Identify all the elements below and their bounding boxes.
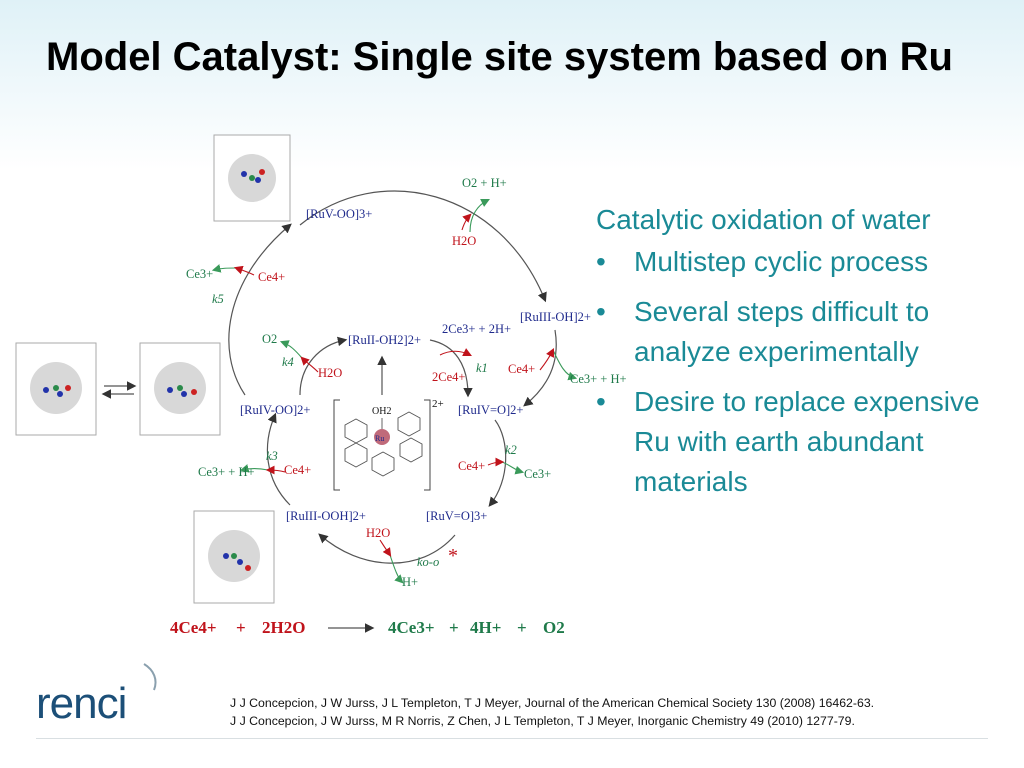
reagent-o2-h: O2 + H+ <box>462 176 507 190</box>
species-ru2-oh2: [RuII-OH2]2+ <box>348 333 421 347</box>
reagent-ce3-h-left: Ce3+ + H+ <box>198 465 255 479</box>
bullet-list: Catalytic oxidation of water •Multistep … <box>596 200 1016 512</box>
species-ru4-o: [RuIV=O]2+ <box>458 403 523 417</box>
bullet-item: •Multistep cyclic process <box>596 242 1016 282</box>
reagent-ce4-k5: Ce4+ <box>258 270 285 284</box>
star-marker: * <box>448 545 458 567</box>
renci-logo: renci <box>36 663 157 724</box>
rate-k4: k4 <box>282 355 294 369</box>
reagent-ce4-right: Ce4+ <box>508 362 535 376</box>
rate-k5: k5 <box>212 292 224 306</box>
catalytic-cycle-diagram: [RuV-OO]3+ [RuIII-OH]2+ [RuIV=O]2+ [RuV=… <box>15 134 627 637</box>
eq-plus1: + <box>236 618 246 637</box>
rate-k2: k2 <box>505 443 517 457</box>
eq-rhs2: 4H+ <box>470 618 501 637</box>
reagent-2ce3-2h: 2Ce3+ + 2H+ <box>442 322 511 336</box>
reagent-h2o-k4: H2O <box>318 366 342 380</box>
footer-divider <box>36 738 988 739</box>
reference-item: J J Concepcion, J W Jurss, J L Templeton… <box>230 696 875 710</box>
logo-swoosh-icon <box>143 663 157 691</box>
aqua-ligand: OH2 <box>372 406 391 417</box>
bullet-item: •Desire to replace expensive Ru with ear… <box>596 382 1016 502</box>
logo-text: renci <box>36 679 126 724</box>
net-equation: 4Ce4+ + 2H2O 4Ce3+ + 4H+ + O2 <box>170 618 565 637</box>
reagent-o2-k4: O2 <box>262 332 277 346</box>
reagent-h2o-top: H2O <box>452 234 476 248</box>
reagent-ce3-k5: Ce3+ <box>186 267 213 281</box>
species-ru3-ooh: [RuIII-OOH]2+ <box>286 509 366 523</box>
species-ru5-o: [RuV=O]3+ <box>426 509 487 523</box>
bullet-dot-icon: • <box>596 386 606 417</box>
species-ru4-oo: [RuIV-OO]2+ <box>240 403 310 417</box>
bullet-dot-icon: • <box>596 246 606 277</box>
molecule-images <box>15 134 291 604</box>
rate-k1: k1 <box>476 361 488 375</box>
bullet-lead: Catalytic oxidation of water <box>596 204 931 235</box>
slide-title: Model Catalyst: Single site system based… <box>46 35 953 79</box>
reagent-2ce4: 2Ce4+ <box>432 370 465 384</box>
ru-center: Ru <box>375 434 384 443</box>
reagent-ce3-h-right: Ce3+ + H+ <box>570 372 627 386</box>
reagent-h-bottom: H+ <box>402 575 418 589</box>
eq-lhs1: 4Ce4+ <box>170 618 217 637</box>
bullet-item: •Several steps difficult to analyze expe… <box>596 292 1016 372</box>
cycle-arcs <box>101 190 557 633</box>
reagent-ce3-k2: Ce3+ <box>524 467 551 481</box>
complex-charge: 2+ <box>432 398 444 410</box>
rate-ko-o: ko-o <box>417 555 439 569</box>
eq-lhs2: 2H2O <box>262 618 305 637</box>
reference-item: J J Concepcion, J W Jurss, M R Norris, Z… <box>230 714 855 728</box>
reagent-h2o-oo: H2O <box>366 526 390 540</box>
eq-rhs3: O2 <box>543 618 565 637</box>
species-ru5-oo: [RuV-OO]3+ <box>306 207 372 221</box>
ru-complex-structure: 2+ OH2 Ru <box>333 398 444 491</box>
eq-plus2: + <box>449 618 459 637</box>
bullet-dot-icon: • <box>596 296 606 327</box>
eq-rhs1: 4Ce3+ <box>388 618 435 637</box>
reagent-ce4-k2: Ce4+ <box>458 459 485 473</box>
rate-k3: k3 <box>266 449 278 463</box>
reagent-ce4-k3: Ce4+ <box>284 463 311 477</box>
species-ru3-oh: [RuIII-OH]2+ <box>520 310 591 324</box>
references: J J Concepcion, J W Jurss, J L Templeton… <box>230 694 874 730</box>
eq-plus3: + <box>517 618 527 637</box>
